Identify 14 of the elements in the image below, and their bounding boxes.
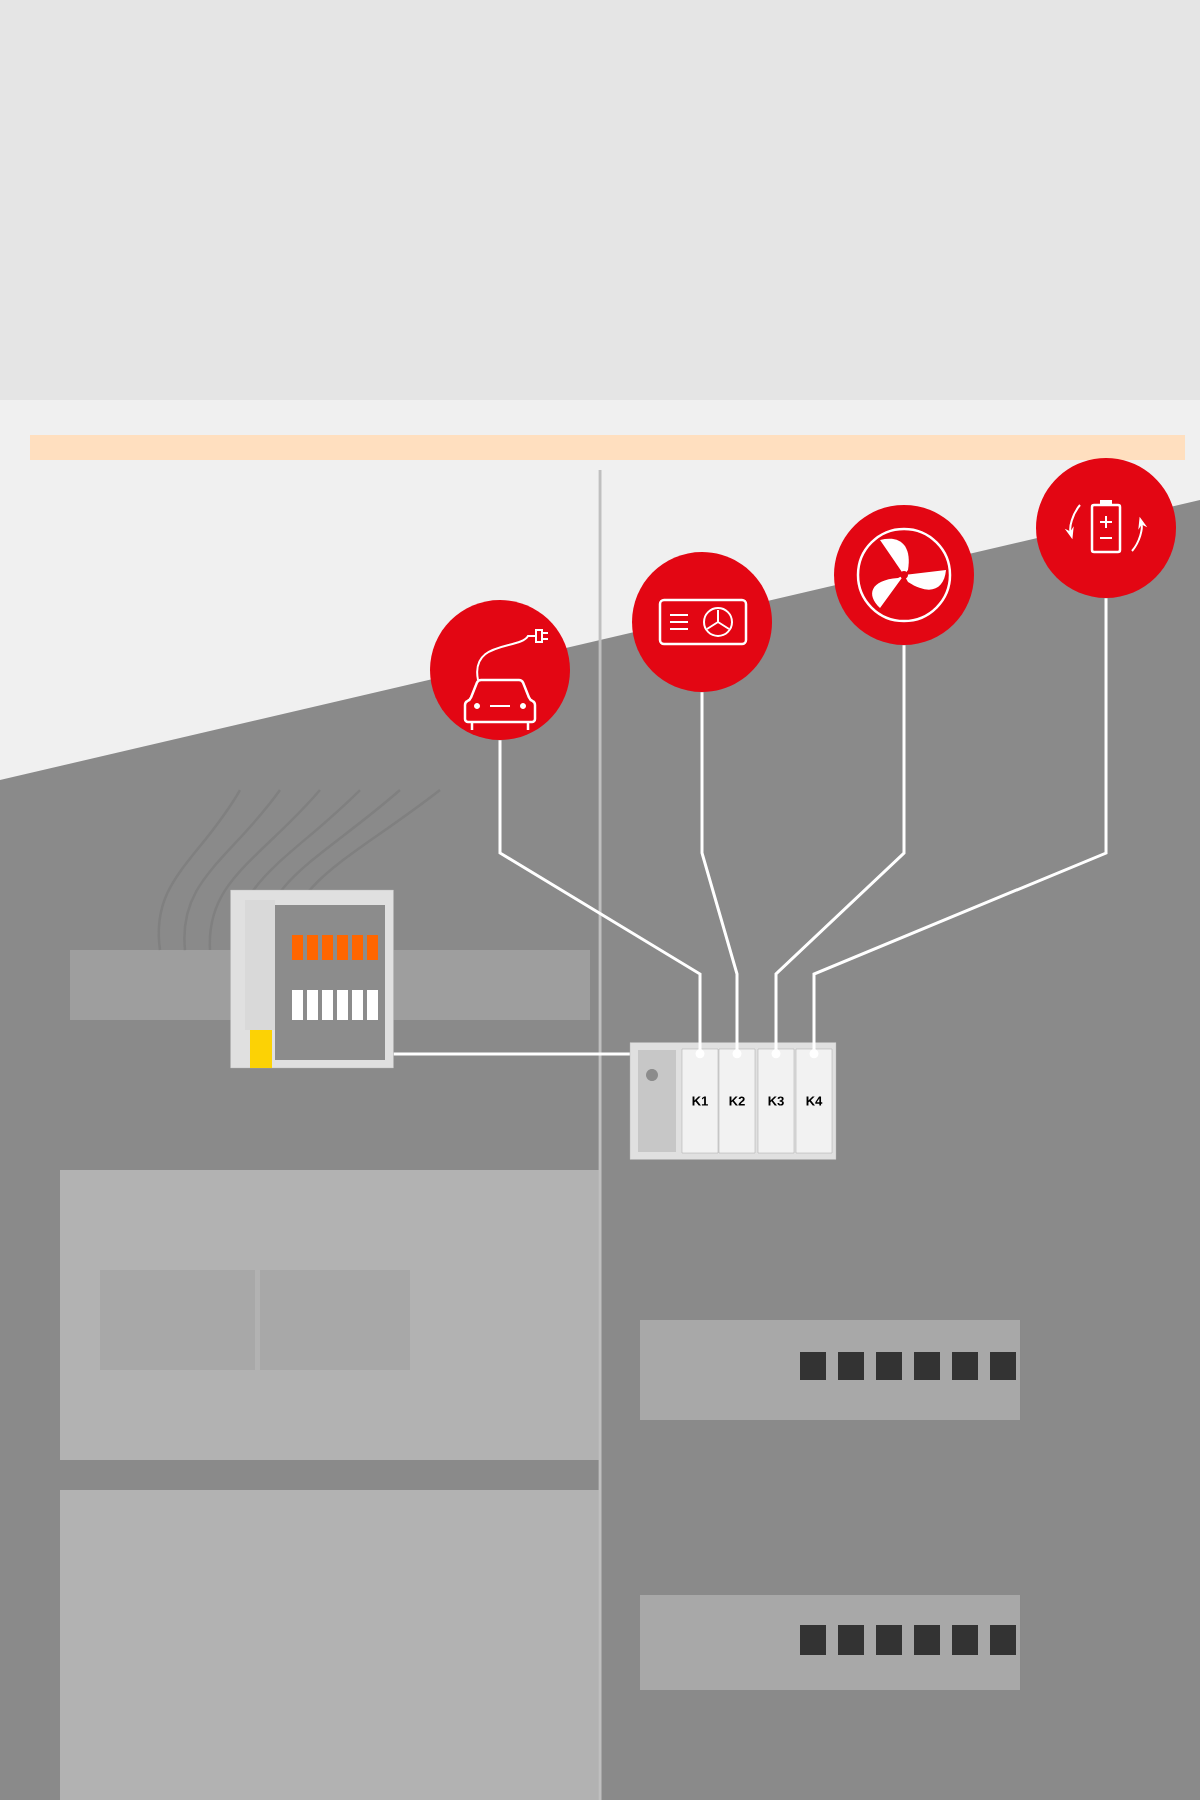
relay-module: K3 — [757, 1048, 795, 1154]
connector-line — [812, 598, 1108, 1050]
icon-circle — [1036, 458, 1176, 598]
connector-line — [393, 1052, 630, 1056]
connector-line — [774, 645, 906, 1050]
relay-module: K2 — [718, 1048, 756, 1154]
relay-module: K4 — [795, 1048, 833, 1154]
device-picture — [230, 889, 394, 1069]
connector-line — [700, 692, 739, 1050]
icon-circle — [632, 552, 772, 692]
icon-circle — [430, 600, 570, 740]
connector-line — [498, 740, 702, 1050]
relay-module: K1 — [681, 1048, 719, 1154]
icon-circle — [834, 505, 974, 645]
